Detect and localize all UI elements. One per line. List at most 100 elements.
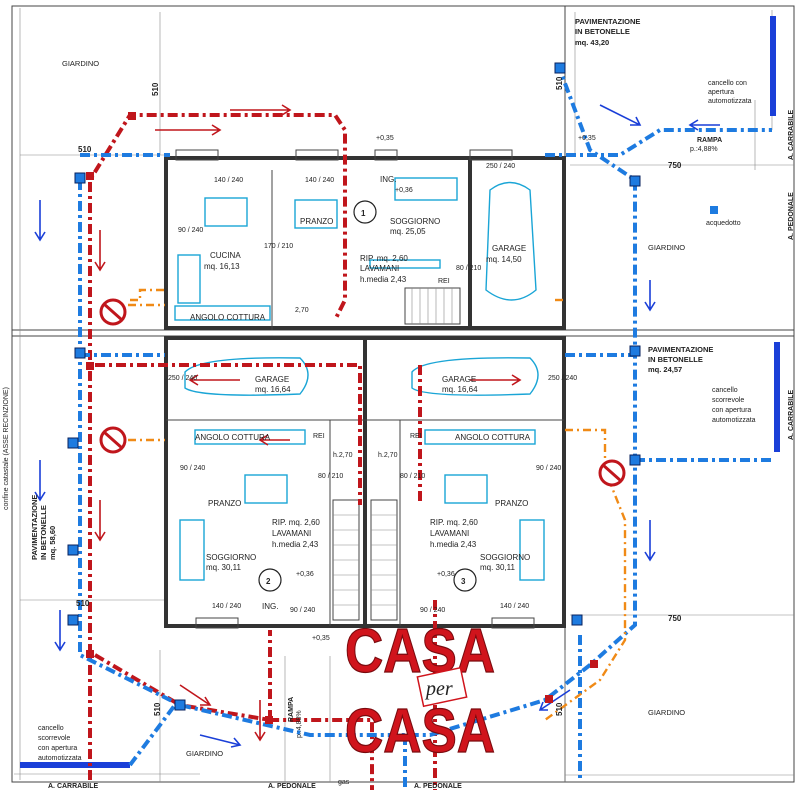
unit2-soggiorno: SOGGIORNO bbox=[206, 553, 256, 562]
building-walls bbox=[164, 149, 566, 629]
label-giardino-tl: GIARDINO bbox=[62, 59, 99, 68]
opening-250-240-2: 250 / 240 bbox=[168, 375, 197, 382]
staircase-1 bbox=[404, 287, 461, 325]
rampa-b-1: RAMPA bbox=[288, 697, 295, 722]
unit-2-number: 2 bbox=[266, 577, 271, 586]
unit-1-number: 1 bbox=[361, 209, 366, 218]
lev-036-a: +0,36 bbox=[395, 187, 413, 194]
unit1-cucina-mq: mq. 16,13 bbox=[204, 262, 240, 271]
cancello-bl-4: automotizzata bbox=[38, 755, 82, 762]
casa-per-casa-logo: CASA per CASA bbox=[344, 616, 495, 766]
cancello-tr-3: automotizzata bbox=[708, 98, 752, 105]
cancello-r-2: scorrevole bbox=[712, 397, 744, 404]
sofa-soggiorno-3 bbox=[519, 519, 545, 581]
unit3-h270: h.2,70 bbox=[378, 452, 398, 459]
kitchen-counter-2 bbox=[194, 429, 306, 445]
confine-label: confine catastale (ASSE RECINZIONE) bbox=[3, 387, 10, 510]
unit2-angolo: ANGOLO COTTURA bbox=[195, 433, 271, 442]
lev-035-a: +0,35 bbox=[376, 135, 394, 142]
dim-510-e: 510 bbox=[555, 702, 564, 716]
pav-left-line1: PAVIMENTAZIONE bbox=[30, 495, 39, 560]
opening-140-240-1: 140 / 240 bbox=[214, 177, 243, 184]
dim-510-d: 510 bbox=[153, 702, 162, 716]
opening-250-240-3: 250 / 240 bbox=[548, 375, 577, 382]
unit2-rip-1: RIP. mq. 2,60 bbox=[272, 518, 320, 527]
opening-90-240-2: 90 / 240 bbox=[180, 465, 205, 472]
pedonale-1: A. PEDONALE bbox=[788, 192, 795, 240]
table-pranzo-1 bbox=[294, 199, 338, 229]
opening-140-240-2: 140 / 240 bbox=[305, 177, 334, 184]
opening-80-210-2: 80 / 210 bbox=[318, 473, 343, 480]
unit1-pranzo: PRANZO bbox=[300, 217, 333, 226]
car-garage-3 bbox=[411, 357, 539, 396]
unit3-rip-3: h.media 2,43 bbox=[430, 540, 477, 549]
furniture bbox=[20, 16, 780, 768]
kitchen-counter-3 bbox=[424, 429, 536, 445]
unit3-rip-1: RIP. mq. 2,60 bbox=[430, 518, 478, 527]
opening-90-240-3: 90 / 240 bbox=[536, 465, 561, 472]
unit2-h270: h.2,70 bbox=[333, 452, 353, 459]
gate-bar-bottom-left bbox=[20, 762, 130, 768]
staircase-2 bbox=[332, 499, 360, 621]
cancello-r-4: automotizzata bbox=[712, 417, 756, 424]
gate-bar-top-right bbox=[770, 16, 776, 116]
logo-line-3: CASA bbox=[345, 697, 495, 766]
car-garage-2 bbox=[184, 357, 309, 396]
no-entry-icon bbox=[598, 459, 626, 487]
lev-036-b: +0,36 bbox=[296, 571, 314, 578]
dim-750-b: 750 bbox=[668, 614, 682, 623]
orange-routes bbox=[110, 288, 627, 721]
unit1-soggiorno: SOGGIORNO bbox=[390, 217, 440, 226]
cancello-bl-1: cancello bbox=[38, 725, 64, 732]
carrabile-1: A. CARRABILE bbox=[788, 110, 795, 160]
unit3-soggiorno-mq: mq. 30,11 bbox=[480, 563, 516, 572]
gate-bar-right bbox=[774, 342, 780, 452]
dim-510-a: 510 bbox=[151, 82, 160, 96]
route-nodes bbox=[67, 62, 641, 724]
unit-3-number: 3 bbox=[461, 577, 466, 586]
unit1-rip-1: RIP. mq. 2,60 bbox=[360, 254, 408, 263]
cancello-r-3: con apertura bbox=[712, 407, 751, 414]
text-layer: GIARDINO GIARDINO GIARDINO GIARDINO PAVI… bbox=[3, 17, 795, 790]
pav-top-line1: PAVIMENTAZIONE bbox=[575, 17, 640, 26]
unit2-rip-2: LAVAMANI bbox=[272, 529, 311, 538]
lev-036-c: +0,36 bbox=[437, 571, 455, 578]
dim-510-c: 510 bbox=[76, 599, 90, 608]
cancello-bl-3: con apertura bbox=[38, 745, 77, 752]
unit1-rip-3: h.media 2,43 bbox=[360, 275, 407, 284]
table-cucina bbox=[204, 197, 248, 227]
staircase-3 bbox=[370, 499, 398, 621]
opening-250-240-1: 250 / 240 bbox=[486, 163, 515, 170]
dim-750-a: 750 bbox=[668, 161, 682, 170]
pedonale-2: A. PEDONALE bbox=[268, 783, 316, 790]
unit-markers bbox=[258, 200, 477, 592]
label-giardino-br: GIARDINO bbox=[648, 708, 685, 717]
unit2-ing: ING. bbox=[262, 602, 278, 611]
lev-035-b: +0,35 bbox=[578, 135, 596, 142]
unit1-rip-2: LAVAMANI bbox=[360, 264, 399, 273]
cancello-r-1: cancello bbox=[712, 387, 738, 394]
rampa-tr-1: RAMPA bbox=[697, 137, 722, 144]
no-entry-signs bbox=[99, 298, 626, 487]
unit1-angolo: ANGOLO COTTURA bbox=[190, 313, 266, 322]
dim-510-b: 510 bbox=[78, 145, 92, 154]
opening-140-240-3: 140 / 240 bbox=[212, 603, 241, 610]
opening-90-240-4: 90 / 240 bbox=[290, 607, 315, 614]
logo-line-2: per bbox=[424, 678, 453, 700]
opening-170-210: 170 / 210 bbox=[264, 243, 293, 250]
opening-80-210-3: 80 / 210 bbox=[400, 473, 425, 480]
flow-arrows bbox=[34, 104, 720, 748]
unit1-garage-mq: mq. 14,50 bbox=[486, 255, 522, 264]
kitchen-counter-1 bbox=[174, 305, 271, 321]
pedonale-3: A. PEDONALE bbox=[414, 783, 462, 790]
cancello-tr-1: cancello con bbox=[708, 80, 747, 87]
pav-right-line1: PAVIMENTAZIONE bbox=[648, 345, 713, 354]
unit3-angolo: ANGOLO COTTURA bbox=[455, 433, 531, 442]
unit2-garage-mq: mq. 16,64 bbox=[255, 385, 291, 394]
pav-top-line3: mq. 43,20 bbox=[575, 38, 609, 47]
opening-90-240-5: 90 / 240 bbox=[420, 607, 445, 614]
dim-510-f: 510 bbox=[555, 76, 564, 90]
dimension-lines bbox=[20, 12, 794, 782]
unit1-garage: GARAGE bbox=[492, 244, 526, 253]
unit1-ing: ING. bbox=[380, 175, 396, 184]
